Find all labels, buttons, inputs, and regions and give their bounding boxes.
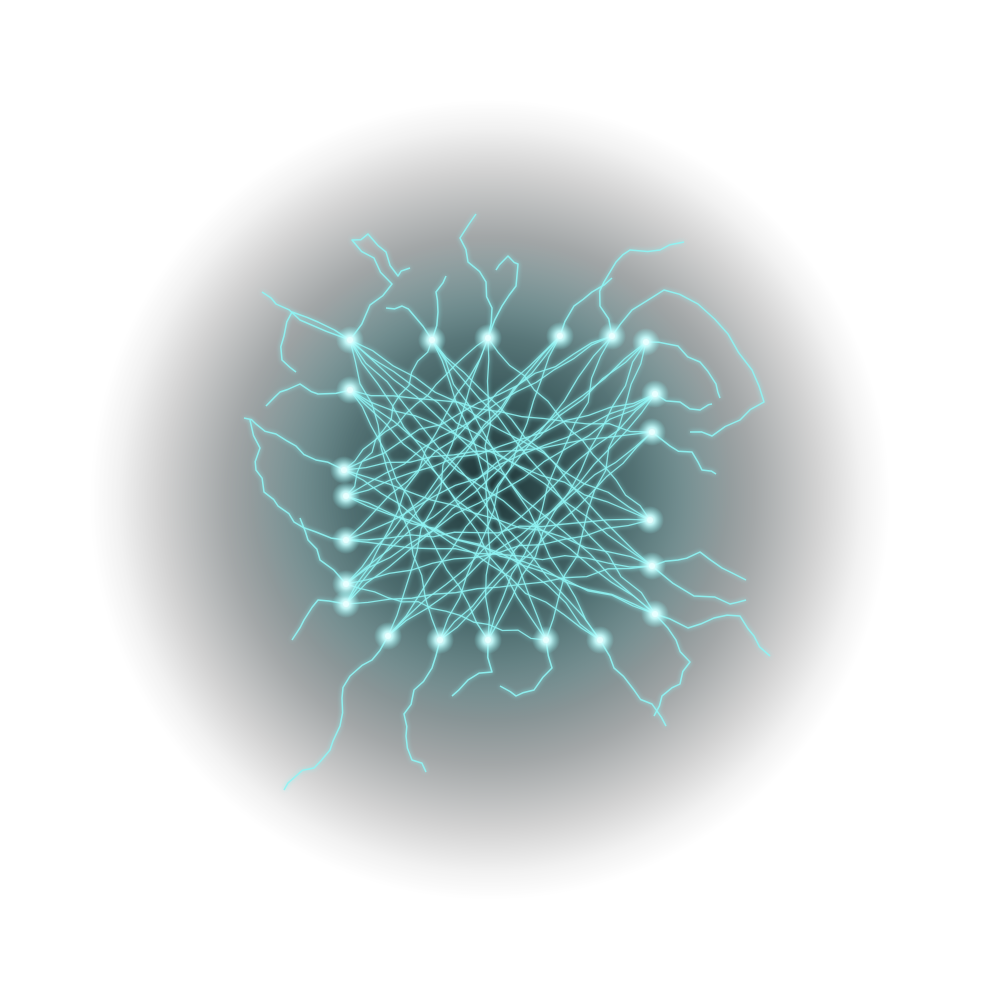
tendril (385, 305, 433, 341)
tendril (243, 417, 345, 471)
node-layer (330, 322, 669, 654)
filament (349, 339, 651, 521)
node-core (343, 601, 349, 607)
tendril (291, 599, 347, 641)
filament-layer (343, 335, 656, 641)
node-core (557, 333, 563, 339)
filament (345, 583, 547, 641)
node-core (343, 537, 349, 543)
node-core (649, 563, 655, 569)
node-core (597, 637, 603, 643)
filament (349, 389, 656, 615)
tendril (283, 635, 389, 791)
node-core (543, 637, 549, 643)
filament (345, 335, 613, 497)
tendril (653, 613, 691, 717)
filament (345, 335, 561, 541)
node-core (643, 339, 649, 345)
filament (487, 341, 647, 641)
filament (349, 389, 601, 641)
tendril (261, 291, 351, 341)
tendril (299, 517, 347, 585)
filament (349, 339, 653, 567)
node-core (485, 335, 491, 341)
filament (349, 339, 601, 641)
filament (345, 337, 489, 605)
tendril (645, 341, 721, 399)
tendril (651, 565, 747, 605)
tendril (559, 277, 613, 337)
filament (345, 335, 561, 605)
node-core (341, 467, 347, 473)
filament (487, 335, 613, 641)
tendril (403, 639, 441, 773)
filament (349, 389, 651, 521)
node-core (347, 337, 353, 343)
node-core (609, 333, 615, 339)
filament (439, 393, 656, 641)
tendril (280, 311, 351, 373)
filament (343, 469, 653, 567)
filament (345, 393, 656, 497)
node-core (343, 581, 349, 587)
node-core (649, 429, 655, 435)
node-core (485, 637, 491, 643)
node-core (652, 611, 658, 617)
filament (345, 565, 653, 605)
inner-glow (230, 235, 750, 735)
tendril (349, 233, 411, 341)
filament (345, 339, 433, 497)
filament (439, 335, 561, 641)
filament (431, 339, 601, 641)
tendril (431, 275, 447, 341)
tendril (651, 551, 747, 581)
filament (349, 389, 489, 641)
filament (345, 393, 656, 585)
node-core (429, 337, 435, 343)
tendril (451, 639, 493, 697)
filament (343, 335, 613, 471)
filament (387, 431, 653, 637)
tendril (599, 639, 667, 727)
node-core (347, 387, 353, 393)
tendril (499, 639, 553, 697)
node-core (647, 517, 653, 523)
filament (387, 337, 489, 637)
filament (387, 335, 613, 637)
tendril (654, 613, 771, 657)
filament (345, 335, 561, 585)
filament (545, 341, 647, 641)
filament (487, 337, 651, 521)
filament (345, 495, 656, 615)
tendril (651, 431, 717, 475)
filament (345, 519, 651, 585)
node-core (385, 633, 391, 639)
tendril (265, 383, 351, 407)
filament (345, 341, 647, 585)
filament (343, 337, 489, 471)
tendril (487, 255, 519, 339)
node-core (437, 637, 443, 643)
filament (345, 539, 653, 568)
node-core (343, 493, 349, 499)
tendril (459, 213, 493, 339)
filament (439, 431, 653, 641)
tendril (598, 241, 685, 337)
filament (343, 431, 653, 471)
node-core (652, 391, 658, 397)
tendril (249, 419, 347, 541)
tendril-layer (243, 213, 771, 791)
tendril (611, 289, 765, 437)
